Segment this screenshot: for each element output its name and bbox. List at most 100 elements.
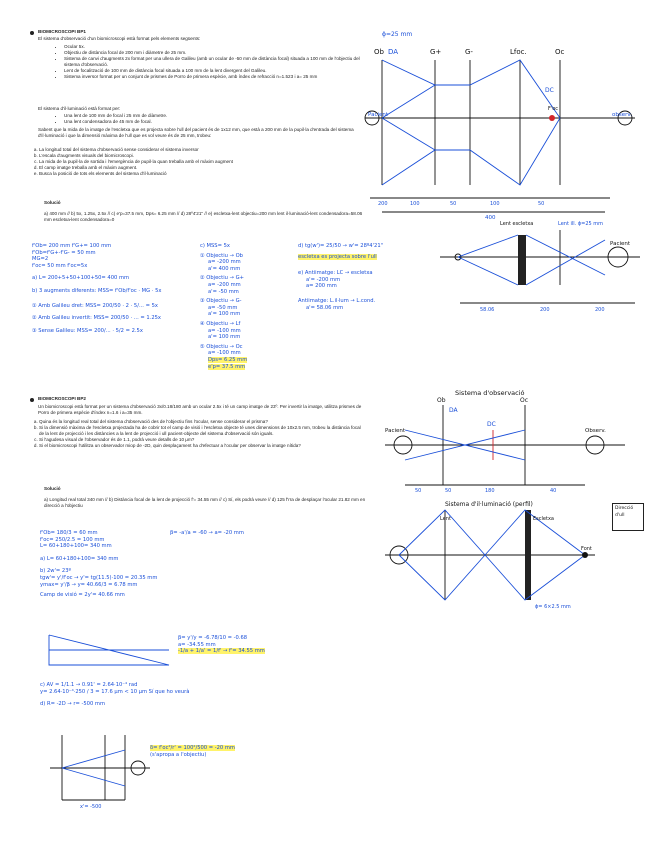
note-line: f'Ob= 200 mm f'G+= 100 mm bbox=[32, 243, 112, 249]
ray-2 bbox=[61, 767, 126, 787]
bp2-solution-text: a) Longitud real total 340 mm // b) Dist… bbox=[44, 497, 366, 508]
list-item: Si la dimensió màxima de l'escletxa proj… bbox=[39, 425, 365, 437]
note-line: ② Amb Galileu invertit: MSS= 200/50 · ..… bbox=[32, 315, 161, 322]
note-line: e) Antiimatge: LC → escletxa bbox=[298, 270, 373, 277]
bp2-title: BIOMICROSCOPI BP2 bbox=[38, 396, 86, 401]
bp2-illumination-diagram: Sistema d'il·luminació (perfil) Lent Esc… bbox=[385, 501, 595, 610]
note-line: a= -34.55 mm bbox=[178, 641, 216, 648]
note-line: c) AV = 1/1.1 → 0.91' = 2.64·10⁻⁴ rad bbox=[40, 682, 138, 688]
list-item: Ocular 5x. bbox=[64, 44, 362, 50]
note-line: a= -100 mm bbox=[208, 327, 241, 334]
label-lens-ill: Lent ill. ϕ=25 mm bbox=[558, 221, 603, 227]
ray-lower bbox=[381, 117, 561, 186]
label-fc: F'oc bbox=[548, 106, 558, 112]
bp2-intro: Un biomicroscopi està format per un sist… bbox=[38, 404, 362, 415]
list-item: El camp imatge treballa amb el màxim aug… bbox=[39, 165, 360, 171]
label-g-minus: G- bbox=[465, 48, 473, 56]
label-patient: Pacient bbox=[368, 112, 389, 118]
label-patient: Pacient bbox=[610, 241, 631, 247]
note-line: a'= 58.06 mm bbox=[306, 304, 344, 311]
ray-mid2 bbox=[381, 117, 436, 151]
label-oc: Oc bbox=[520, 397, 528, 404]
note-highlight: escletxa es projecta sobre l'ull bbox=[298, 253, 377, 260]
label-title: Sistema d'observació bbox=[455, 389, 525, 397]
direction-box: Direcció d'ull bbox=[612, 503, 644, 531]
note-highlight: e'p= 37.5 mm bbox=[208, 363, 246, 370]
note-line: ⑤ Objectiu → Oc bbox=[200, 343, 243, 350]
bp1-notes-col3: d) tg(w')= 25/50 → w'= 28º4'21'' escletx… bbox=[298, 243, 384, 311]
note-line: β= -a'/a = -60 → a= -20 mm bbox=[170, 530, 244, 536]
label-dc: DC bbox=[545, 87, 554, 94]
bp1-notes-col1: f'Ob= 200 mm f'G+= 100 mm f'Ob=f'G+-f'G-… bbox=[32, 243, 161, 334]
dim-5: 50 bbox=[538, 201, 544, 207]
dim-4: 100 bbox=[490, 201, 500, 207]
bp2-triangle-sketch bbox=[48, 634, 170, 666]
direction-label: Direcció d'ull bbox=[615, 506, 634, 518]
label-dc: DC bbox=[487, 421, 496, 428]
note-highlight: δ= f'oc²/r' = 100²/500 = -20 mm bbox=[150, 745, 235, 751]
escletxa-lens bbox=[518, 235, 526, 285]
ray-mid bbox=[381, 84, 436, 119]
dim-2: 200 bbox=[540, 307, 550, 313]
list-item: La mida de la pupil·la de sortida i l'em… bbox=[39, 159, 360, 165]
eye-observer-icon bbox=[617, 110, 633, 126]
bp2-notes: f'Ob= 180/3 = 60 mm f'oc= 250/2.5 = 100 … bbox=[40, 530, 157, 599]
note-line: a'= -200 mm bbox=[306, 276, 341, 283]
note-line: tgw'= y'/f'oc → y'= tg(11.5)·100 = 20.35… bbox=[40, 574, 158, 581]
note-line: y= 2.64·10⁻⁴·250 / 3 = 17.6 μm < 10 μm S… bbox=[40, 688, 190, 695]
note-line: Antiimatge: L.il·lum → L.cond. bbox=[298, 297, 376, 304]
note-line: (s'apropa a l'objectiu) bbox=[150, 751, 207, 758]
focus-icon bbox=[582, 552, 588, 558]
note-highlight: Dps= 6.25 mm bbox=[208, 356, 248, 363]
note-line: a'= 100 mm bbox=[208, 334, 241, 341]
bp2-notes-beta: β= y'/y = -6.78/10 = -0.68 a= -34.55 mm … bbox=[178, 635, 265, 655]
note-line: a) L= 200+5+50+100+50= 400 mm bbox=[32, 275, 130, 282]
eye-observer-icon bbox=[585, 435, 605, 455]
list-item: Objectiu de distància focal de 200 mm i … bbox=[64, 50, 362, 56]
ray-1 bbox=[457, 234, 519, 258]
list-item: Sistema inversor format per un conjunt d… bbox=[64, 74, 362, 80]
list-item: Si l'agudesa visual de l'observador és d… bbox=[39, 437, 365, 443]
list-item: Busca la posició de tots els elements de… bbox=[39, 171, 360, 177]
ray-2 bbox=[404, 429, 526, 461]
note-line: ② Objectiu → G+ bbox=[200, 275, 244, 282]
note-line: a= -50 mm bbox=[208, 304, 238, 311]
bp1-questions: La longitud total del sistema d'observac… bbox=[30, 147, 360, 177]
lamp-icon bbox=[454, 253, 462, 261]
ray-3 bbox=[525, 234, 606, 276]
dim-1: 58.06 bbox=[480, 307, 494, 313]
note-line: MG=2 bbox=[32, 256, 49, 263]
bp1-solution-text: a) 400 mm // b) 5x, 1.25x, 2.5x // c) e'… bbox=[44, 211, 363, 222]
list-item: Una lent condensadora de 45 mm de focal. bbox=[64, 119, 362, 125]
bp1-notes-col2: c) MSS= 5x ① Objectiu → Ob a= -200 mm a'… bbox=[200, 243, 248, 370]
ray-4 bbox=[525, 239, 606, 286]
dim-3: 50 bbox=[450, 201, 456, 207]
bp1-title: BIOMICROSCOPI BP1 bbox=[38, 29, 86, 34]
eye-patient-icon bbox=[607, 246, 629, 268]
note-line: c) MSS= 5x bbox=[200, 243, 230, 249]
note-line: a= -200 mm bbox=[208, 281, 241, 288]
dim-1: 200 bbox=[378, 201, 388, 207]
bp1-illum-list: Una lent de 100 mm de focal i 25 mm de d… bbox=[52, 113, 362, 125]
dim-3: 180 bbox=[485, 488, 495, 494]
label-phi: ϕ= 6×2.5 mm bbox=[535, 604, 571, 610]
label-ob: Ob bbox=[437, 397, 446, 404]
list-item: Una lent de 100 mm de focal i 25 mm de d… bbox=[64, 113, 362, 119]
bp1-observation-diagram: Pacient observ. ϕ=25 mm Ob DA G+ G- Lfoc… bbox=[364, 31, 635, 221]
note-line: a= -200 mm bbox=[208, 259, 241, 266]
label-lens-escletxa: Lent escletxa bbox=[500, 221, 533, 227]
bp1-intro: El sistema d'observació d'un biomicrosco… bbox=[38, 36, 201, 41]
dim-4: 40 bbox=[550, 488, 556, 494]
note-line: b) 3 augments diferents: MSS= f'Ob/f'oc … bbox=[32, 287, 162, 294]
note-line: f'oc= 250/2.5 = 100 mm bbox=[40, 536, 105, 543]
note-highlight: -1/a + 1/a' = 1/f' → f'= 34.55 mm bbox=[178, 648, 265, 655]
eye-patient-icon bbox=[389, 545, 409, 565]
eye-icon bbox=[130, 760, 146, 776]
label-ob: Ob bbox=[374, 48, 385, 56]
list-item: Quina és la longitud real total del sist… bbox=[39, 419, 365, 425]
note-line: ④ Objectiu → Lf bbox=[200, 320, 241, 327]
label-observer: observ. bbox=[612, 112, 632, 118]
eye-patient-icon bbox=[393, 435, 413, 455]
list-item: Si el biomicroscopi l'utilitza un observ… bbox=[39, 443, 365, 449]
label-g-plus: G+ bbox=[430, 48, 441, 56]
